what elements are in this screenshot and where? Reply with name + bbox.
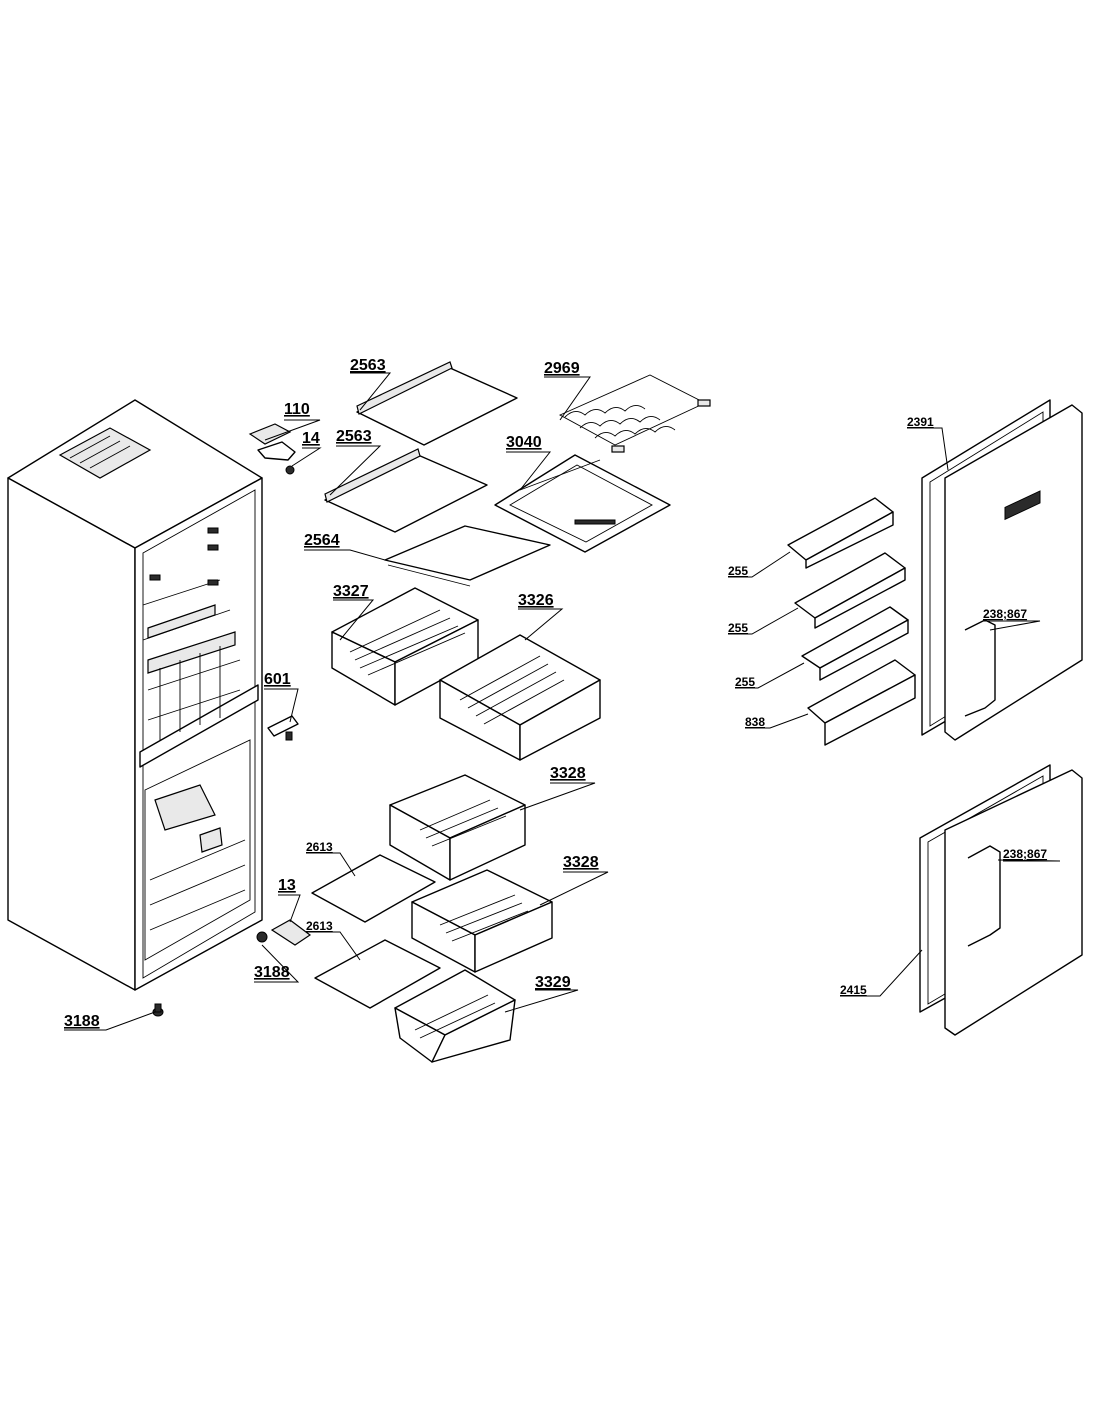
- label-3327: 3327: [333, 583, 369, 600]
- glass-shelf-bottom: [384, 525, 551, 587]
- freezer-glass-plate-upper: [311, 854, 436, 923]
- wine-rack: [558, 374, 711, 453]
- label-3328-upper: 3328: [550, 765, 586, 782]
- label-2563-top: 2563: [350, 357, 386, 374]
- glass-shelf-top: [356, 361, 518, 446]
- adjustable-foot: [152, 1003, 164, 1017]
- label-238-867-freezer: 238;867: [1003, 847, 1047, 861]
- door-balcony-2: [794, 552, 906, 629]
- label-3188-foot: 3188: [64, 1013, 100, 1030]
- label-2564: 2564: [304, 532, 340, 549]
- part-labels: 2563 2969 110 14 2563 3040 2564 3327 332…: [64, 357, 1047, 1030]
- label-255-first: 255: [728, 564, 748, 578]
- glass-shelf-middle: [324, 448, 488, 533]
- label-3329: 3329: [535, 974, 571, 991]
- crisper-box-3326: [439, 634, 601, 761]
- label-2415: 2415: [840, 983, 867, 997]
- crisper-box-3327: [331, 587, 479, 706]
- label-2563-middle: 2563: [336, 428, 372, 445]
- label-3326: 3326: [518, 592, 554, 609]
- shelf-tray-3040: [494, 454, 671, 553]
- freezer-drawer-middle: [411, 869, 553, 973]
- label-255-second: 255: [728, 621, 748, 635]
- bottom-hinge: [256, 919, 312, 946]
- label-2969: 2969: [544, 360, 580, 377]
- label-14: 14: [302, 430, 320, 447]
- label-2613-lower: 2613: [306, 919, 333, 933]
- leader-lines: [64, 372, 1061, 1031]
- fridge-cabinet: [7, 399, 263, 991]
- label-601: 601: [264, 671, 291, 688]
- label-13: 13: [278, 877, 296, 894]
- label-2613-upper: 2613: [306, 840, 333, 854]
- door-balcony-838: [807, 659, 916, 746]
- label-255-third: 255: [735, 675, 755, 689]
- door-balcony-1: [787, 497, 894, 569]
- label-238-867-fridge: 238;867: [983, 607, 1027, 621]
- label-3040: 3040: [506, 434, 542, 451]
- label-3328-lower: 3328: [563, 854, 599, 871]
- label-110: 110: [284, 401, 310, 418]
- freezer-drawer-upper: [389, 774, 526, 881]
- label-838: 838: [745, 715, 765, 729]
- fridge-door: [921, 399, 1083, 741]
- freezer-glass-plate-lower: [314, 939, 441, 1009]
- label-3188-hinge: 3188: [254, 964, 290, 981]
- freezer-door: [919, 764, 1083, 1036]
- top-hinge-cover: [248, 423, 296, 475]
- middle-hinge: [267, 715, 299, 741]
- door-balcony-3: [801, 606, 909, 681]
- label-2391: 2391: [907, 415, 934, 429]
- freezer-drawer-lower: [394, 969, 516, 1063]
